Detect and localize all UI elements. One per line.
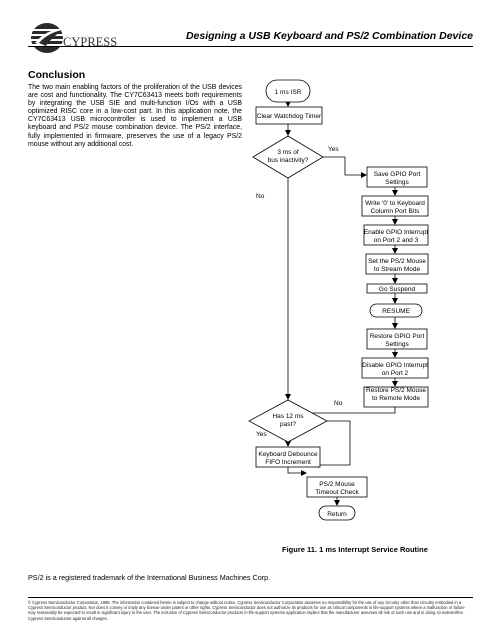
save-gpio-box	[366, 166, 428, 188]
restore-remote-box	[363, 386, 429, 408]
12ms-decision	[248, 399, 328, 443]
enable-gpio-label-line2: on Port 2 and 3	[374, 237, 419, 244]
clear-watchdog-label: Clear Watchdog Timer	[257, 113, 322, 120]
footer-disclaimer: © Cypress Semiconductor Corporation, 199…	[28, 600, 465, 621]
ps2-timeout-label-line2: Timeout Check	[315, 489, 359, 496]
conclusion-paragraph: The two main enabling factors of the pro…	[28, 84, 242, 148]
header-title: Designing a USB Keyboard and PS/2 Combin…	[185, 30, 473, 42]
flowchart: 1 ms ISR Clear Watchdog Timer 3 ms of bu…	[248, 79, 429, 521]
set-stream-label-line1: Set the PS/2 Mouse	[368, 258, 426, 265]
restore-gpio-label-line1: Restore GPIO Port	[370, 333, 425, 340]
keyboard-debounce-label-line2: FIFO Increment	[265, 459, 311, 466]
write-zero-label-line1: Write '0' to Keyboard	[365, 200, 425, 207]
keyboard-debounce-box	[255, 446, 321, 468]
go-suspend-box	[366, 283, 428, 294]
start-terminal	[265, 79, 311, 103]
logo-wordmark: CYPRESS	[63, 35, 117, 49]
inactivity-yes-label: Yes	[328, 146, 339, 153]
return-terminal	[318, 505, 356, 521]
disable-gpio-label-line2: on Port 2	[382, 370, 409, 377]
clear-watchdog-box	[255, 106, 323, 125]
12ms-no-label: No	[334, 400, 343, 407]
start-label: 1 ms ISR	[275, 89, 302, 96]
12ms-label-line2: past?	[280, 421, 296, 428]
connector-yes-to-save	[323, 156, 367, 178]
disable-gpio-label-line1: Disable GPIO Interrupt	[362, 362, 428, 369]
inactivity-label-line1: 3 ms of	[277, 149, 299, 156]
section-heading: Conclusion	[28, 69, 86, 81]
cypress-logo: CYPRESS	[31, 23, 117, 53]
connector-no-to-timeout	[313, 420, 351, 468]
restore-remote-label-line1: Restore PS/2 Mouse	[366, 387, 426, 394]
go-suspend-label: Go Suspend	[379, 286, 416, 293]
restore-gpio-label-line2: Settings	[385, 341, 409, 348]
inactivity-label-line2: bus inactivity?	[268, 157, 309, 164]
figure-caption: Figure 11. 1 ms Interrupt Service Routin…	[282, 545, 428, 554]
enable-gpio-box	[363, 224, 429, 246]
keyboard-debounce-label-line1: Keyboard Debounce	[258, 451, 318, 458]
return-label: Return	[327, 511, 347, 518]
resume-terminal	[369, 303, 423, 318]
trademark-note: PS/2 is a registered trademark of the In…	[28, 573, 271, 582]
logo-emblem-icon	[31, 23, 64, 53]
12ms-label-line1: Has 12 ms	[272, 413, 304, 420]
restore-gpio-box	[366, 328, 428, 350]
save-gpio-label-line2: Settings	[385, 179, 409, 186]
resume-label: RESUME	[382, 308, 410, 315]
write-zero-label-line2: Column Port Bits	[371, 208, 421, 215]
connector-debounce-to-timeout	[287, 467, 307, 476]
ps2-timeout-box	[306, 476, 368, 498]
footer-rule	[28, 597, 473, 598]
enable-gpio-label-line1: Enable GPIO Interrupt	[364, 229, 429, 236]
set-stream-label-line2: to Stream Mode	[374, 266, 421, 273]
inactivity-no-label: No	[256, 193, 265, 200]
save-gpio-label-line1: Save GPIO Port	[374, 171, 421, 178]
set-stream-box	[365, 253, 429, 275]
ps2-timeout-label-line1: PS/2 Mouse	[319, 481, 355, 488]
restore-remote-label-line2: to Remote Mode	[372, 395, 420, 402]
12ms-yes-label: Yes	[256, 431, 267, 438]
disable-gpio-box	[361, 357, 429, 379]
inactivity-decision	[252, 135, 324, 179]
write-zero-box	[361, 195, 429, 217]
connector-remote-to-merge	[296, 406, 396, 416]
header-rule	[28, 46, 473, 47]
